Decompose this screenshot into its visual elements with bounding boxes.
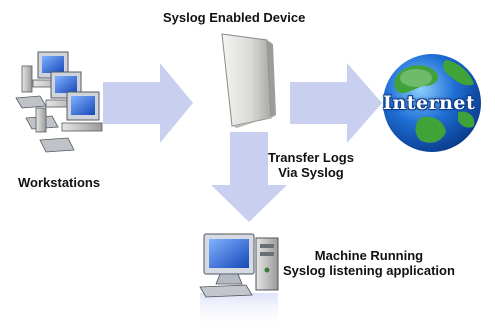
transfer-label-line2: Via Syslog: [278, 165, 344, 180]
internet-label: Internet: [383, 92, 476, 114]
workstations-icon: [15, 51, 103, 153]
device-label: Syslog Enabled Device: [163, 10, 306, 25]
machine-label-line2: Syslog listening application: [283, 263, 455, 278]
machine-label-line1: Machine Running: [314, 248, 424, 263]
server-computer-icon: [199, 233, 279, 329]
arrow-workstations-to-device: [103, 63, 193, 143]
internet-globe-icon: [383, 54, 481, 152]
machine-label: Machine Running Syslog listening applica…: [283, 248, 455, 278]
transfer-label-line1: Transfer Logs: [268, 150, 354, 165]
arrow-device-to-machine: [211, 132, 287, 222]
workstations-label: Workstations: [18, 175, 101, 190]
arrow-device-to-internet: [290, 63, 382, 143]
transfer-logs-label: Transfer Logs Via Syslog: [268, 150, 354, 180]
syslog-device-icon: [221, 33, 276, 128]
